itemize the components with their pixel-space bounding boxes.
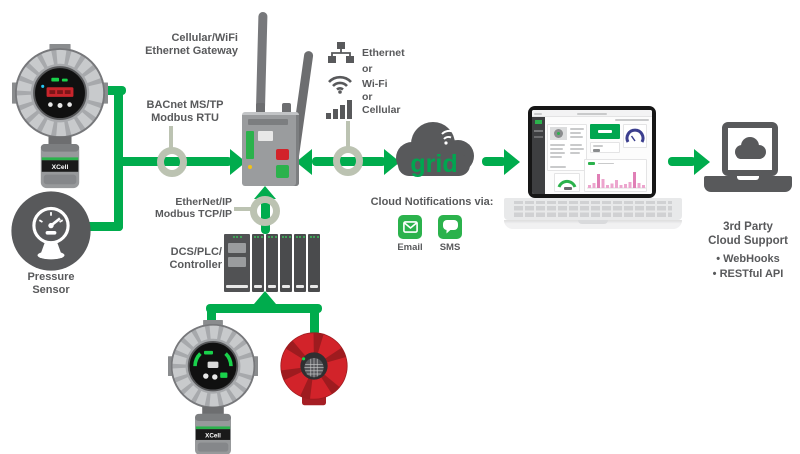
laptop-keyboard [504, 198, 682, 220]
gateway-label: Cellular/WiFi Ethernet Gateway [145, 32, 238, 57]
ethernet-icon [328, 42, 354, 63]
chart-legend-chip [588, 162, 595, 165]
ring-connector-tcpip [250, 196, 280, 226]
sms-label: SMS [439, 242, 461, 253]
rack-module [224, 234, 250, 292]
arrowhead-into-gateway-bottom [254, 186, 276, 199]
tcpip-label: EtherNet/IP Modbus TCP/IP [155, 196, 232, 220]
device-photo [550, 127, 567, 140]
arrowhead-into-cloud [384, 148, 400, 175]
bacnet-label: BACnet MS/TP Modbus RTU [146, 99, 224, 124]
cellular-label: Cellular [362, 103, 401, 116]
rack-module [266, 234, 278, 292]
bar-chart-card [584, 159, 647, 192]
sms-icon [438, 215, 462, 239]
stat-card [590, 142, 620, 153]
connectivity-cellular: Cellular [326, 100, 401, 119]
gateway-vents [248, 119, 288, 125]
grid-logo-text: grid [410, 150, 457, 178]
rack-module [280, 234, 292, 292]
line-pressure-to-trunk [84, 222, 123, 231]
third-party-bullets: • WebHooks • RESTful API [712, 253, 784, 280]
dashboard-logo [535, 120, 542, 124]
laptop-dashboard [528, 106, 656, 198]
line-detector-to-trunk [100, 86, 126, 95]
laptop-base [504, 220, 682, 229]
line-laptop-thirdparty [668, 157, 696, 166]
ring-connector-connectivity [333, 146, 363, 176]
line-red-detector-stem [310, 308, 319, 336]
gateway-label-plate [258, 131, 273, 141]
arrowhead-into-gateway-right [296, 148, 312, 175]
cloud-notifications-title: Cloud Notifications via: [370, 196, 494, 208]
rack-module [308, 234, 320, 292]
gateway-device [242, 112, 299, 186]
dcs-label: DCS/PLC/ Controller [169, 246, 222, 271]
pressure-sensor-icon [11, 191, 91, 271]
rack-module [252, 234, 264, 292]
sensor-band-label: XCell [52, 164, 69, 171]
line-cloud-laptop [482, 157, 506, 166]
sensor-band-label: XCell [205, 432, 221, 439]
gauge-card-bottom [554, 173, 580, 192]
third-party-laptop-icon [722, 122, 778, 176]
gateway-brand-strip [246, 131, 254, 159]
dcs-rack [224, 234, 322, 292]
antenna-base-left [256, 103, 265, 114]
pressure-sensor-label: Pressure Sensor [27, 271, 75, 296]
email-icon [398, 215, 422, 239]
line-bus-to-rack [261, 302, 270, 313]
status-card-green [590, 124, 620, 139]
antenna-left [256, 11, 268, 109]
rack-module [294, 234, 306, 292]
dashboard-screen [532, 110, 652, 194]
arrowhead-into-laptop [504, 148, 520, 175]
ethernet-label: Ethernet [362, 47, 405, 59]
connectivity-ethernet: Ethernet [328, 42, 405, 64]
arrowhead-into-rack [254, 291, 276, 304]
cloud-icon [735, 137, 766, 159]
gas-detector-bottom: XCell [168, 320, 258, 454]
gateway-green-button [276, 165, 289, 178]
gateway-red-button [276, 149, 289, 160]
dashboard-main [545, 117, 652, 194]
bacnet-label-stem [169, 126, 173, 148]
wifi-icon [328, 75, 352, 94]
gateway-led [248, 165, 252, 169]
device-card [547, 124, 587, 171]
cellular-icon [326, 100, 352, 119]
browser-titlebar [532, 110, 652, 117]
connectivity-stem [346, 121, 350, 148]
third-party-laptop-base [704, 176, 792, 192]
antenna-base-right [282, 103, 291, 114]
third-party-label: 3rd Party Cloud Support [708, 221, 788, 247]
red-gas-detector [280, 332, 348, 406]
or-text: or [362, 91, 373, 103]
tcpip-label-stem [234, 207, 252, 211]
grid-cloud-logo: grid [396, 122, 474, 178]
gauge-card-top [623, 124, 647, 148]
connectivity-wifi: Wi-Fi [326, 74, 388, 94]
gas-detector-top: XCell [12, 44, 108, 189]
arrowhead-into-thirdparty [694, 148, 710, 175]
ring-connector-bacnet [157, 147, 187, 177]
dashboard-sidebar [532, 117, 545, 194]
or-text: or [362, 63, 373, 75]
email-label: Email [397, 242, 423, 253]
wifi-label: Wi-Fi [362, 78, 388, 90]
